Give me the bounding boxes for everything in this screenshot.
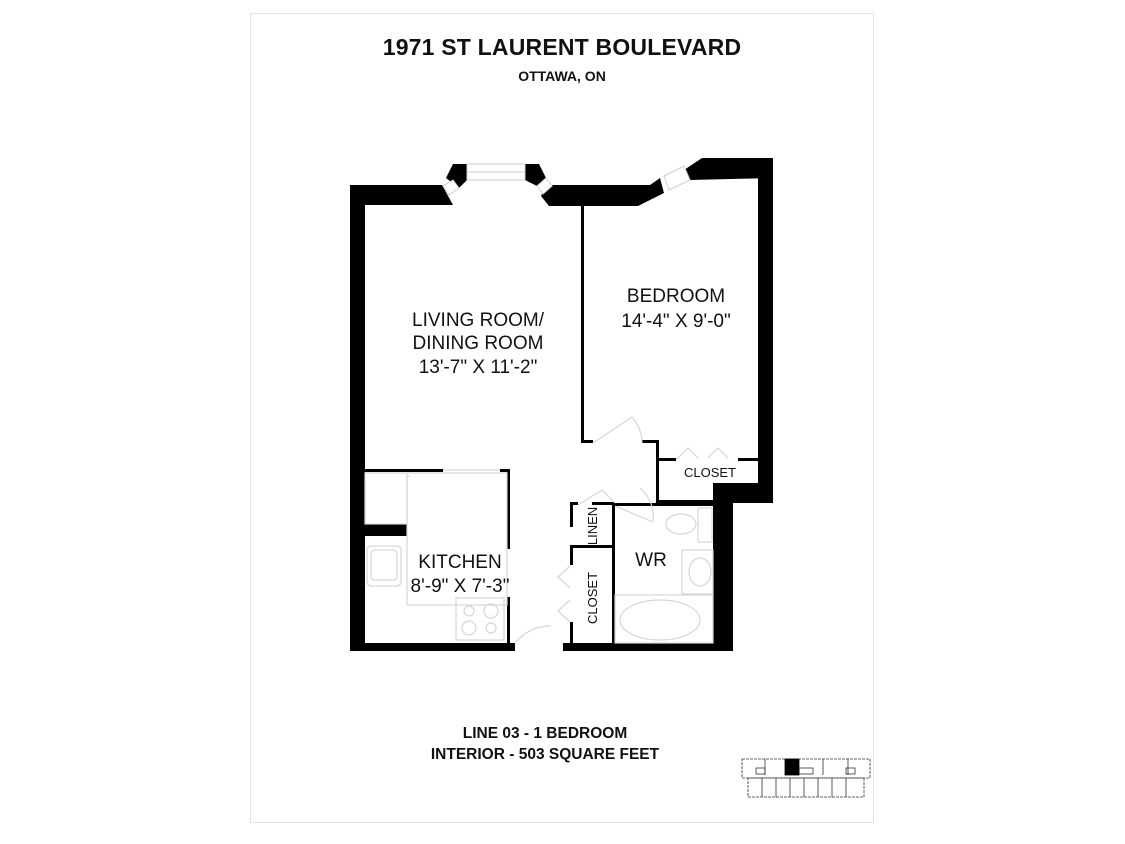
washroom-label: WR bbox=[635, 550, 667, 571]
bedroom-dimensions: 14'-4" X 9'-0" bbox=[621, 311, 730, 332]
exterior-walls bbox=[350, 158, 773, 651]
living-room-dimensions: 13'-7" X 11'-2" bbox=[419, 357, 538, 378]
fixtures bbox=[364, 416, 729, 644]
living-room-label: LIVING ROOM/ bbox=[412, 310, 545, 331]
unit-line-caption: LINE 03 - 1 BEDROOM bbox=[462, 725, 628, 742]
property-city: OTTAWA, ON bbox=[518, 68, 606, 84]
bedroom-closet-label: CLOSET bbox=[684, 465, 736, 480]
hall-closet-label: CLOSET bbox=[585, 572, 600, 624]
key-plan bbox=[741, 758, 871, 798]
dining-room-label: DINING ROOM bbox=[413, 333, 544, 354]
interior-walls bbox=[365, 206, 760, 647]
unit-highlight bbox=[784, 758, 800, 776]
bedroom-label: BEDROOM bbox=[627, 286, 725, 307]
unit-area-caption: INTERIOR - 503 SQUARE FEET bbox=[430, 746, 660, 763]
kitchen-dimensions: 8'-9" X 7'-3" bbox=[411, 576, 510, 597]
windows bbox=[442, 163, 691, 196]
property-address: 1971 ST LAURENT BOULEVARD bbox=[382, 34, 742, 60]
kitchen-label: KITCHEN bbox=[418, 552, 501, 573]
linen-label: LINEN bbox=[585, 507, 600, 545]
